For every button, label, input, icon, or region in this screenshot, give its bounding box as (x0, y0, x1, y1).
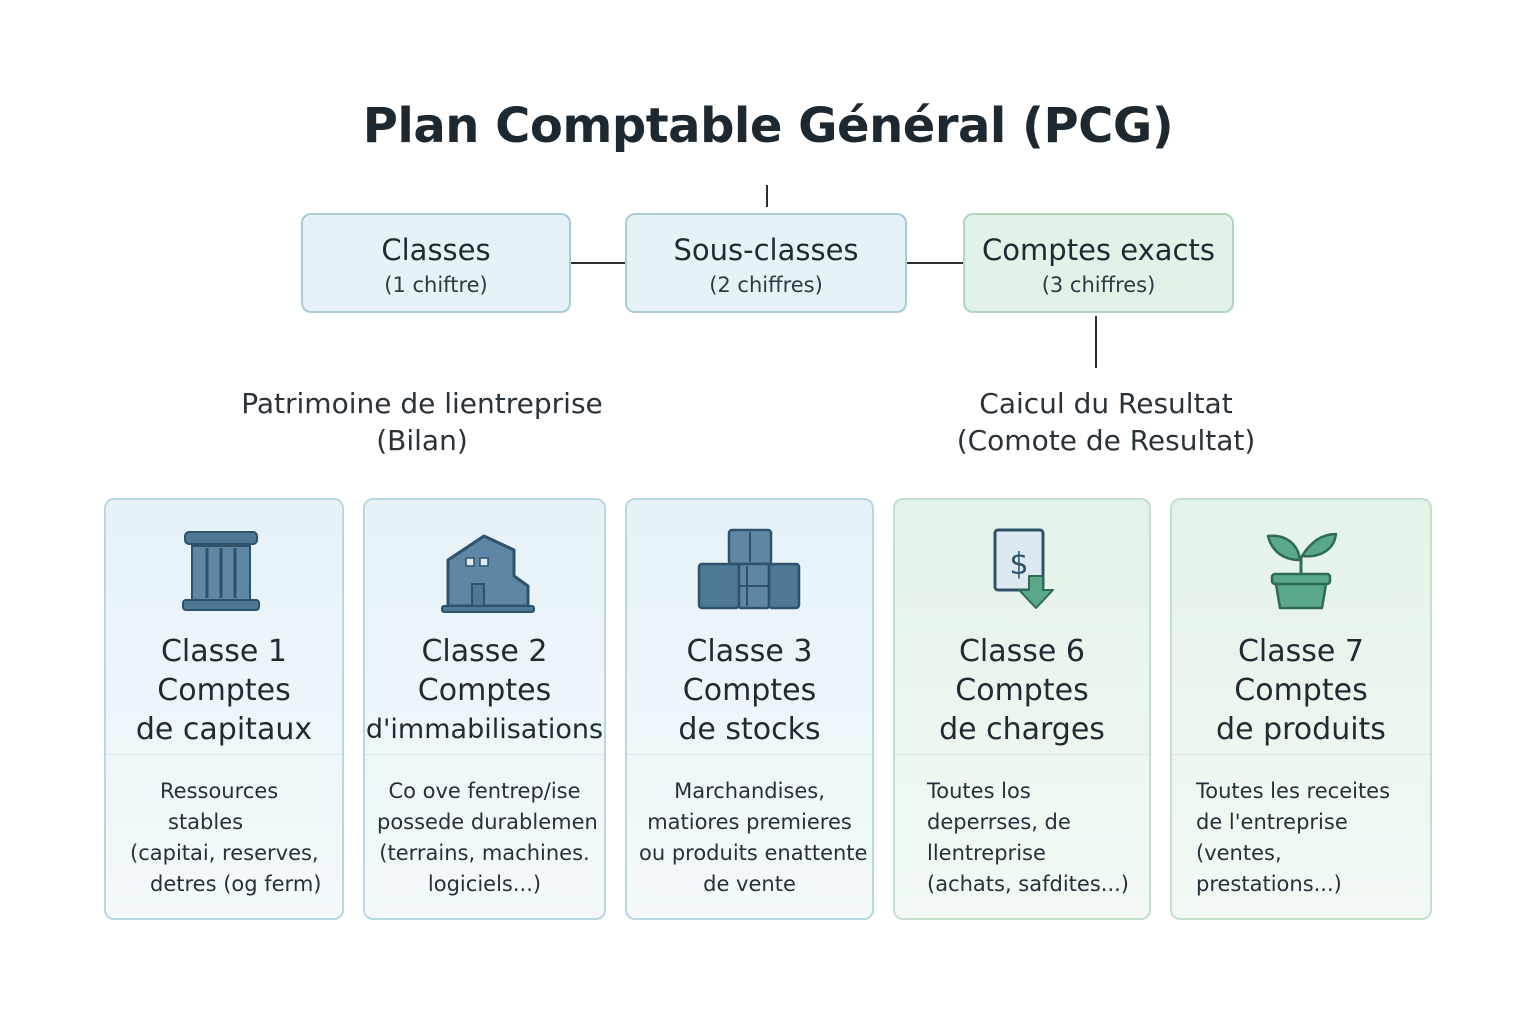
card-name-line: Comptes (955, 673, 1089, 708)
desc-line: (terrains, machines. (379, 841, 590, 865)
section-label-resultat: Caicul du Resultat (Comote de Resultat) (926, 385, 1286, 459)
desc-line: llentreprise (927, 841, 1046, 865)
card-name-line: Comptes (1234, 673, 1368, 708)
boxes-icon (697, 528, 800, 610)
card-name-line: de capitaux (135, 712, 313, 747)
desc-line: prestations...) (1196, 872, 1342, 896)
card-heading: Classe 6 Comptes de charges (895, 632, 1149, 749)
desc-line: Marchandises, (674, 779, 825, 803)
desc-line: Toutes les receites (1196, 779, 1391, 803)
card-name-line: Comptes (417, 673, 552, 708)
hierarchy-subtitle: (1 chiftre) (384, 273, 488, 297)
card-name-line: de stocks (678, 712, 821, 747)
svg-text:$: $ (1009, 547, 1028, 582)
card-description: Marchandises, matiores premieres ou prod… (639, 776, 868, 900)
card-name-line: de charges (939, 712, 1105, 747)
hierarchy-subtitle: (3 chiffres) (1041, 273, 1156, 297)
desc-line: possede durablemen (377, 810, 598, 834)
hierarchy-box-classes: Classes (1 chiftre) (301, 213, 571, 313)
card-name-line: Comptes (157, 673, 291, 708)
card-class: Classe 2 (421, 634, 548, 669)
card-name-line: Comptes (682, 673, 817, 708)
plant-pot-icon (1266, 532, 1338, 610)
connector-title (766, 185, 768, 207)
desc-line: ou produits enattente (639, 841, 868, 865)
desc-line: stables (168, 810, 244, 834)
card-classe-7: Classe 7 Comptes de produits Toutes les … (1170, 498, 1432, 920)
card-class: Classe 6 (958, 634, 1085, 669)
card-classe-1: Classe 1 Comptes de capitaux Ressources … (104, 498, 344, 920)
connector-classes-sous (571, 262, 625, 264)
pillar-icon (182, 531, 260, 611)
desc-line: (achats, safdites...) (927, 872, 1129, 896)
card-name-line: de produits (1216, 712, 1386, 747)
desc-line: Toutes los (927, 779, 1031, 803)
desc-line: deperrses, de (927, 810, 1071, 834)
desc-line: Ressources (160, 779, 279, 803)
diagram-title: Plan Comptable Général (PCG) (362, 98, 1174, 154)
section-label-line: (Bilan) (376, 424, 468, 457)
card-description: Toutes los deperrses, de llentreprise (a… (927, 776, 1137, 900)
card-name-line: d'immabilisations (365, 714, 604, 745)
section-label-line: (Comote de Resultat) (956, 424, 1256, 457)
desc-line: matiores premieres (647, 810, 852, 834)
desc-line: de l'entreprise (1196, 810, 1348, 834)
card-classe-6: $ Classe 6 Comptes de charges Toutes los… (893, 498, 1151, 920)
card-description: Co ove fentrep/ise possede durablemen (t… (377, 776, 598, 900)
hierarchy-box-comptes-exacts: Comptes exacts (3 chiffres) (963, 213, 1234, 313)
hierarchy-box-sous-classes: Sous-classes (2 chiffres) (625, 213, 907, 313)
card-description: Toutes les receites de l'entreprise (ven… (1196, 776, 1418, 900)
hierarchy-title: Classes (381, 233, 491, 267)
desc-line: (capitai, reserves, (130, 841, 319, 865)
desc-line: (ventes, (1196, 841, 1282, 865)
card-heading: Classe 7 Comptes de produits (1172, 632, 1430, 749)
card-class: Classe 3 (686, 634, 813, 669)
card-heading: Classe 2 Comptes d'immabilisations (365, 632, 604, 749)
card-class: Classe 7 (1237, 634, 1364, 669)
invoice-down-arrow-icon: $ (993, 528, 1054, 609)
hierarchy-title: Comptes exacts (982, 233, 1215, 267)
desc-line: logiciels...) (427, 872, 542, 896)
section-label-line: Caicul du Resultat (979, 387, 1233, 420)
section-label-line: Patrimoine de lientreprise (241, 387, 603, 420)
desc-line: de vente (703, 872, 796, 896)
hierarchy-title: Sous-classes (673, 233, 859, 267)
card-description: Ressources stables (capitai, reserves, d… (118, 776, 330, 900)
desc-line: detres (og ferm) (150, 872, 322, 896)
section-label-bilan: Patrimoine de lientreprise (Bilan) (212, 385, 632, 459)
desc-line: Co ove fentrep/ise (388, 779, 581, 803)
card-class: Classe 1 (160, 634, 287, 669)
card-heading: Classe 3 Comptes de stocks (627, 632, 872, 749)
hierarchy-subtitle: (2 chiffres) (709, 273, 823, 297)
connector-comptes-resultat (1095, 316, 1097, 368)
card-heading: Classe 1 Comptes de capitaux (106, 632, 342, 749)
connector-sous-comptes (907, 262, 963, 264)
building-icon (440, 534, 535, 613)
card-classe-3: Classe 3 Comptes de stocks Marchandises,… (625, 498, 874, 920)
card-classe-2: Classe 2 Comptes d'immabilisations Co ov… (363, 498, 606, 920)
